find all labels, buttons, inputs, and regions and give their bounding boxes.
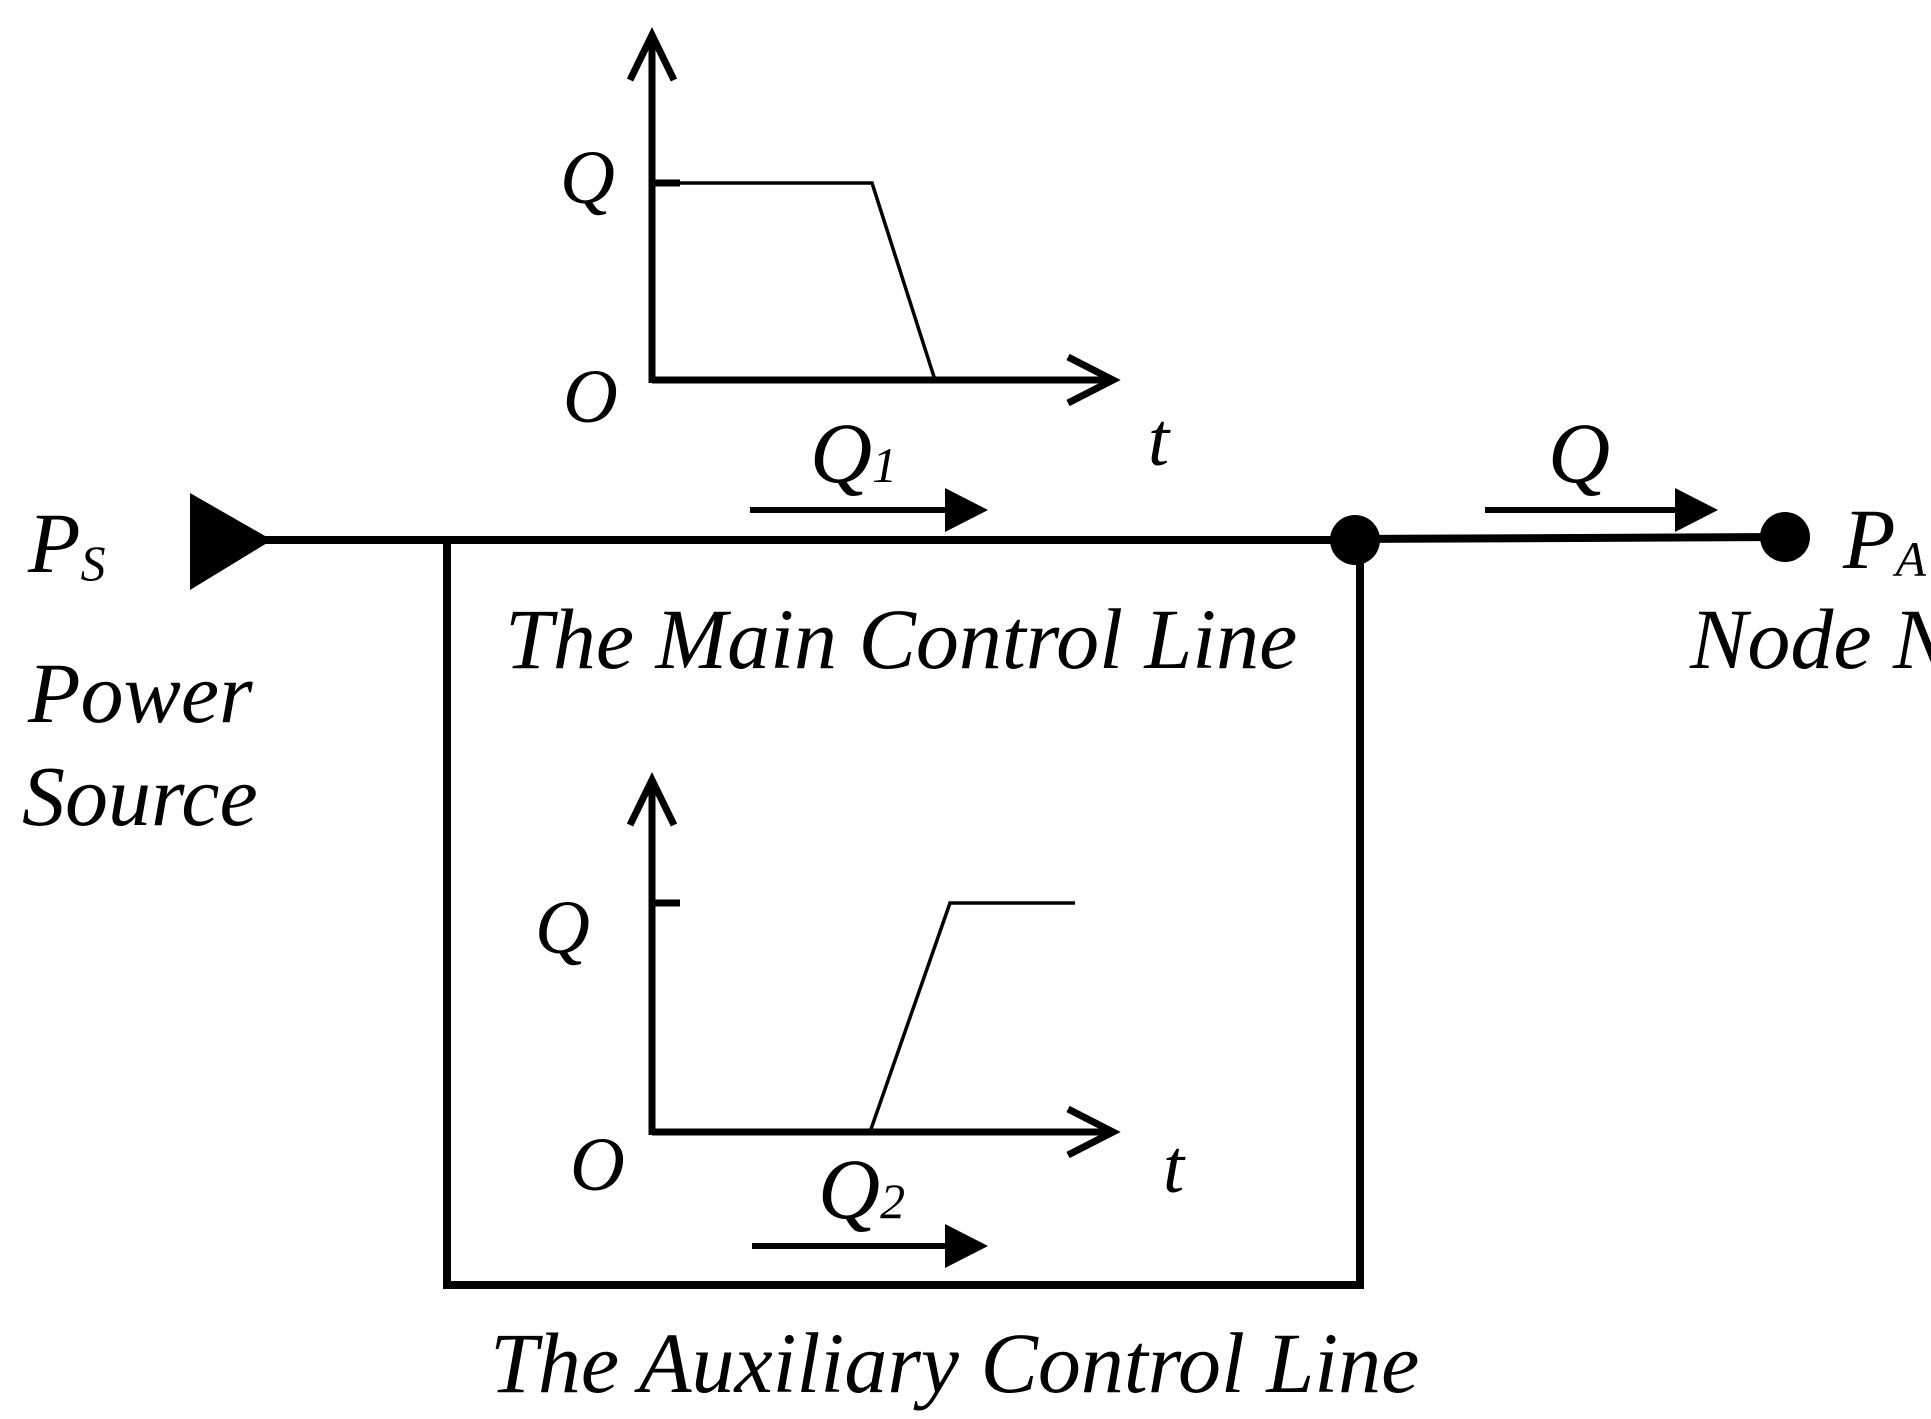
aux-graph-y-label: Q <box>535 886 590 970</box>
node-symbol-main: P <box>1842 491 1896 587</box>
power-source-symbol: PS <box>27 495 106 591</box>
output-flow-symbol: Q <box>1548 405 1610 501</box>
main-flow-arrow-head <box>945 488 988 532</box>
power-source-label-line1: Power <box>27 645 253 741</box>
power-source-symbol-main: P <box>27 495 81 591</box>
aux-graph-x-label: t <box>1163 1125 1186 1209</box>
main-flow-symbol-subscript: 1 <box>872 437 897 493</box>
main-line-flow-graph: Q O t <box>560 27 1171 482</box>
main-graph-flow-curve <box>680 181 937 381</box>
aux-graph-flow-curve <box>868 901 1075 1133</box>
node-symbol-subscript: A <box>1893 531 1927 587</box>
aux-graph-y-arrowhead <box>626 772 678 827</box>
main-control-line-label: The Main Control Line <box>505 591 1297 687</box>
aux-graph-origin-label: O <box>570 1123 625 1207</box>
main-graph-y-arrowhead <box>626 27 678 82</box>
main-graph-y-label: Q <box>560 136 615 220</box>
main-graph-x-label: t <box>1148 398 1171 482</box>
flow-arrows <box>750 488 1718 1268</box>
node-symbol: PA <box>1842 491 1927 587</box>
junction-node-dot-icon <box>1330 515 1380 565</box>
node-label: Node N <box>1689 591 1931 687</box>
main-flow-symbol-main: Q <box>810 405 872 501</box>
aux-flow-symbol-main: Q <box>818 1141 880 1237</box>
main-graph-origin-label: O <box>563 355 618 439</box>
aux-flow-arrow-head <box>945 1224 988 1268</box>
power-source-label-line2: Source <box>22 748 258 844</box>
aux-flow-symbol: Q2 <box>818 1141 905 1237</box>
auxiliary-control-line-label: The Auxiliary Control Line <box>490 1315 1419 1411</box>
auxiliary-line-flow-graph: Q O t <box>535 772 1186 1209</box>
output-flow-arrow-head <box>1675 488 1718 532</box>
power-source-triangle-icon <box>190 493 272 590</box>
node-n-dot-icon <box>1760 512 1810 562</box>
main-flow-symbol: Q1 <box>810 405 897 501</box>
main-graph-x-arrowhead <box>1066 353 1121 407</box>
aux-graph-x-arrowhead <box>1066 1105 1121 1159</box>
aux-flow-symbol-subscript: 2 <box>880 1173 905 1229</box>
output-line <box>1350 532 1790 544</box>
auxiliary-control-line <box>443 536 1364 1289</box>
pipeline-network <box>190 493 1810 1289</box>
power-source-symbol-subscript: S <box>81 535 106 591</box>
